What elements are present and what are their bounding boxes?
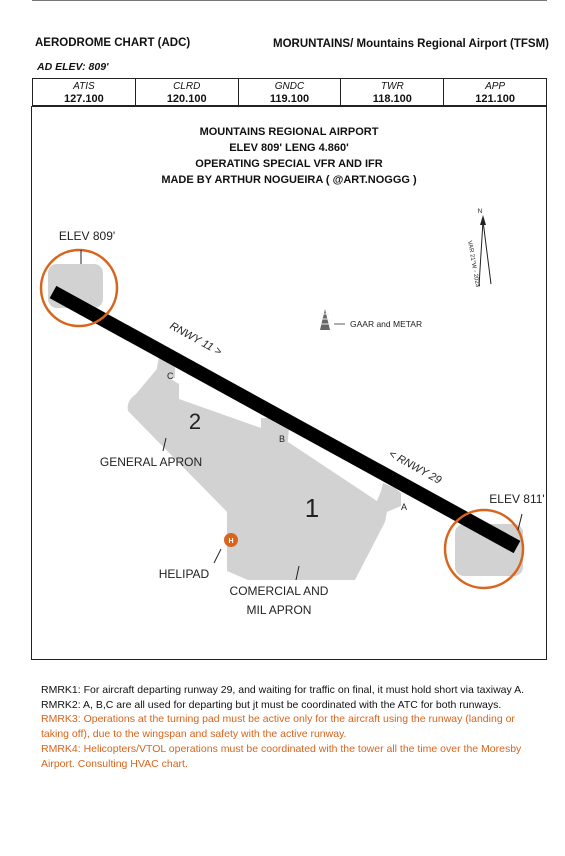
taxiway-a-label: A bbox=[401, 502, 407, 512]
turning-pad-east-highlight bbox=[443, 508, 525, 590]
remark-3: RMRK3: Operations at the turning pad mus… bbox=[41, 713, 515, 741]
map-title-line: MOUNTAINS REGIONAL AIRPORT bbox=[199, 126, 379, 138]
runway-11-29 bbox=[49, 285, 521, 554]
freq-name: GNDC bbox=[274, 81, 305, 92]
map-title-line: ELEV 809' LENG 4.860' bbox=[229, 142, 349, 154]
elev-west-label: ELEV 809' bbox=[59, 229, 115, 243]
helipad-icon bbox=[224, 533, 238, 547]
freq-cell-gndc: GNDC 119.100 bbox=[239, 79, 342, 105]
magnetic-variation-label: VAR 21°W - 2023 bbox=[466, 240, 480, 288]
freq-value: 119.100 bbox=[269, 93, 310, 105]
weather-tower-icon bbox=[320, 309, 330, 330]
north-label: N bbox=[478, 208, 483, 215]
taxiway-c-label: C bbox=[167, 371, 174, 381]
top-rule bbox=[32, 0, 547, 1]
comercial-and-mil-apron bbox=[227, 436, 401, 580]
gaar-metar-label: GAAR and METAR bbox=[350, 319, 422, 329]
freq-cell-clrd: CLRD 120.100 bbox=[136, 79, 239, 105]
leader-line bbox=[517, 513, 523, 531]
helipad-label: HELIPAD bbox=[159, 567, 210, 581]
aerodrome-elevation: AD ELEV: 809' bbox=[37, 61, 109, 73]
general-apron-label: GENERAL APRON bbox=[100, 455, 202, 469]
freq-name: TWR bbox=[380, 81, 404, 92]
map-title-line: OPERATING SPECIAL VFR AND IFR bbox=[195, 158, 383, 170]
remark-4: RMRK4: Helicopters/VTOL operations must … bbox=[41, 742, 522, 770]
freq-name: ATIS bbox=[73, 81, 95, 92]
remarks-section: RMRK1: For aircraft departing runway 29,… bbox=[41, 683, 541, 771]
leader-line bbox=[295, 565, 300, 581]
frequency-table: ATIS 127.100 CLRD 120.100 GNDC 119.100 T… bbox=[32, 78, 547, 106]
map-title-line: MADE BY ARTHUR NOGUEIRA ( @ART.NOGGG ) bbox=[161, 174, 417, 186]
remark-1: RMRK1: For aircraft departing runway 29,… bbox=[41, 684, 525, 696]
aerodrome-map-frame bbox=[31, 106, 547, 660]
freq-value: 121.100 bbox=[475, 93, 515, 105]
remark-2: RMRK2: A, B,C are all used for departing… bbox=[41, 698, 502, 711]
freq-cell-atis: ATIS 127.100 bbox=[33, 79, 136, 105]
freq-name: APP bbox=[485, 81, 506, 92]
aerodrome-diagram: ELEV 809' ELEV 811' RNWY 11 > < RNWY 29 … bbox=[39, 208, 545, 617]
north-arrow-icon bbox=[478, 215, 492, 287]
apron-2-number: 2 bbox=[189, 409, 201, 434]
taxiway-b-label: B bbox=[279, 434, 285, 444]
freq-cell-twr: TWR 118.100 bbox=[341, 79, 445, 105]
freq-value: 120.100 bbox=[166, 93, 207, 105]
turning-pad-west-highlight bbox=[39, 248, 119, 328]
helipad-symbol: H bbox=[228, 538, 233, 545]
freq-value: 118.100 bbox=[372, 93, 412, 105]
elev-east-label: ELEV 811' bbox=[489, 492, 544, 506]
freq-value: 127.100 bbox=[64, 93, 104, 105]
leader-line bbox=[213, 548, 222, 564]
comercial-apron-label-line1: COMERCIAL AND bbox=[230, 584, 329, 598]
freq-name: CLRD bbox=[173, 81, 201, 92]
apron-1-number: 1 bbox=[305, 493, 319, 523]
comercial-apron-label-line2: MIL APRON bbox=[247, 603, 312, 617]
chart-type-title: AERODROME CHART (ADC) bbox=[35, 37, 191, 49]
leader-line bbox=[162, 437, 167, 452]
map-title-block: MOUNTAINS REGIONAL AIRPORT ELEV 809' LEN… bbox=[31, 124, 547, 188]
freq-cell-app: APP 121.100 bbox=[444, 79, 546, 105]
airport-name-header: MORUNTAINS/ Mountains Regional Airport (… bbox=[273, 38, 549, 50]
